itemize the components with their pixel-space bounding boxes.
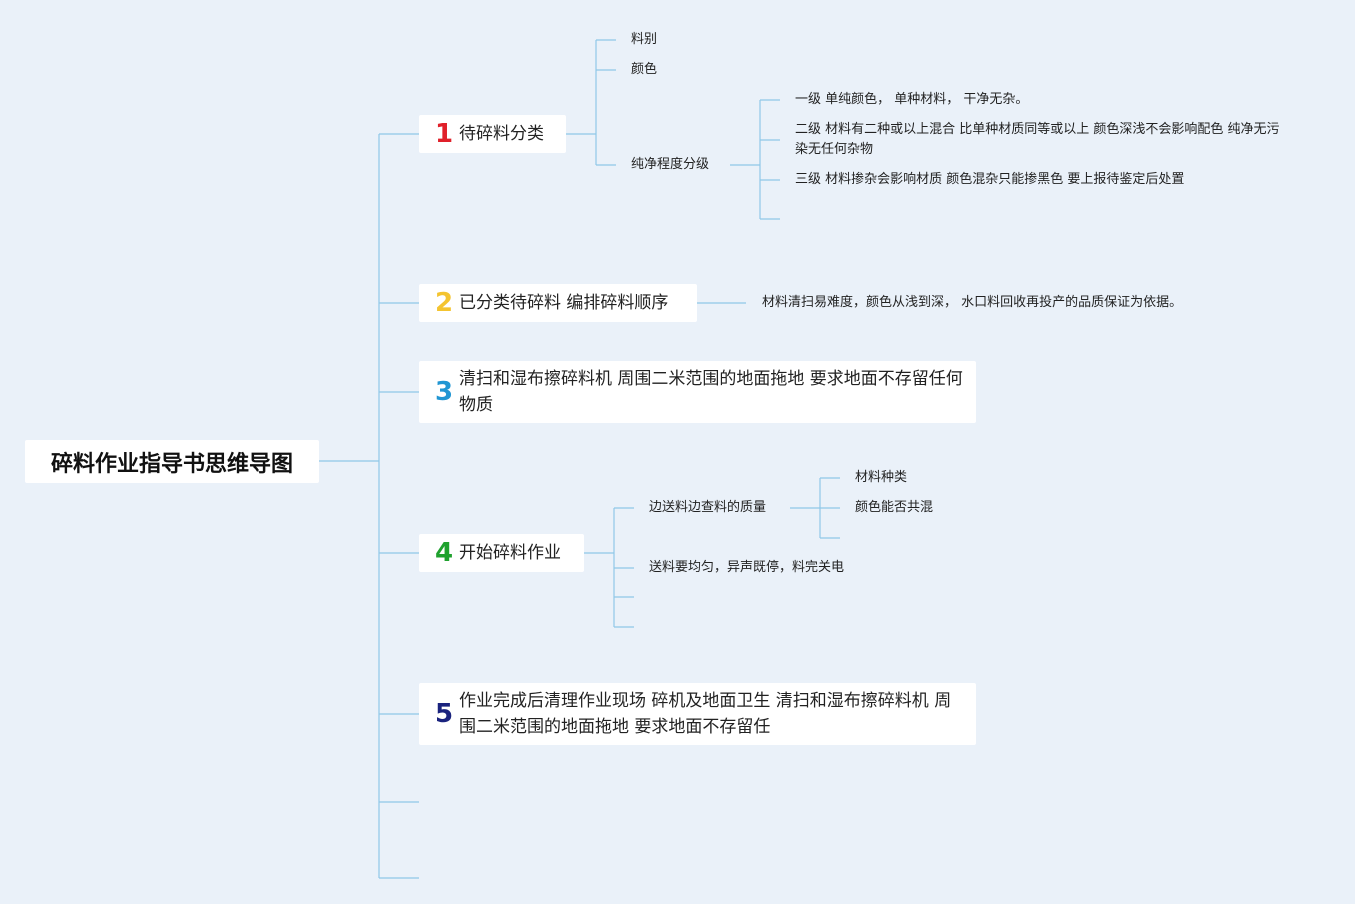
subtopic-color[interactable]: 颜色 bbox=[631, 62, 658, 77]
branch-number: 2 bbox=[435, 288, 454, 318]
branch-label: 开始碎料作业 bbox=[459, 543, 561, 563]
branch-number: 3 bbox=[435, 377, 454, 407]
branch-label: 清扫和湿布擦碎料机 周围二米范围的地面拖地 要求地面不存留任何物质 bbox=[459, 369, 963, 415]
check-material-kind[interactable]: 材料种类 bbox=[855, 470, 908, 485]
ordering-note[interactable]: 材料清扫易难度，颜色从浅到深， 水口料回收再投产的品质保证为依据。 bbox=[762, 295, 1183, 310]
grade-2[interactable]: 二级 材料有二种或以上混合 比单种材质同等或以上 颜色深浅不会影响配色 纯净无污… bbox=[795, 122, 1280, 157]
grade-1[interactable]: 一级 单纯颜色， 单种材料， 干净无杂。 bbox=[795, 92, 1029, 107]
subtopic-purity-grading[interactable]: 纯净程度分级 bbox=[631, 157, 710, 172]
branch-4[interactable]: 4 开始碎料作业 bbox=[419, 534, 584, 572]
branch-number: 4 bbox=[435, 538, 454, 568]
grade-3[interactable]: 三级 材料掺杂会影响材质 颜色混杂只能掺黑色 要上报待鉴定后处置 bbox=[795, 172, 1185, 187]
root-topic[interactable]: 碎料作业指导书思维导图 bbox=[25, 440, 319, 483]
branch-number: 5 bbox=[435, 699, 454, 729]
branch-3[interactable]: 3 清扫和湿布擦碎料机 周围二米范围的地面拖地 要求地面不存留任何物质 bbox=[419, 361, 976, 423]
branch-label: 待碎料分类 bbox=[459, 124, 544, 144]
root-title: 碎料作业指导书思维导图 bbox=[50, 451, 293, 477]
check-color-blend[interactable]: 颜色能否共混 bbox=[855, 500, 934, 515]
branch-number: 1 bbox=[435, 119, 454, 149]
branch-5[interactable]: 5 作业完成后清理作业现场 碎机及地面卫生 清扫和湿布擦碎料机 周围二米范围的地… bbox=[419, 683, 976, 745]
branch-label: 已分类待碎料 编排碎料顺序 bbox=[459, 293, 669, 313]
branch-2[interactable]: 2 已分类待碎料 编排碎料顺序 bbox=[419, 284, 697, 322]
subtopic-material-type[interactable]: 料别 bbox=[631, 32, 658, 47]
subtopic-feed-check[interactable]: 边送料边查料的质量 bbox=[649, 500, 767, 515]
subtopic-feed-evenly[interactable]: 送料要均匀，异声既停，料完关电 bbox=[649, 560, 845, 575]
branch-1[interactable]: 1 待碎料分类 bbox=[419, 115, 566, 153]
branch-label: 作业完成后清理作业现场 碎机及地面卫生 清扫和湿布擦碎料机 周围二米范围的地面拖… bbox=[459, 691, 952, 737]
